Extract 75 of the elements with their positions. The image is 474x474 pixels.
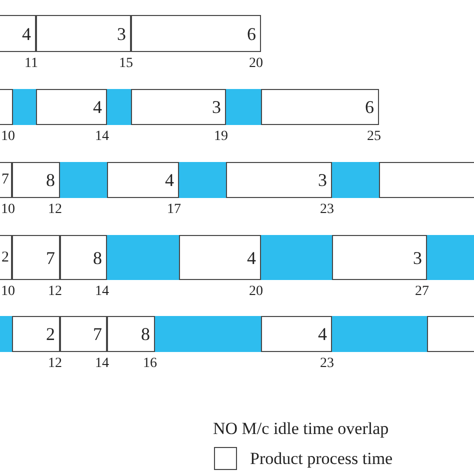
process-time-box (36, 89, 107, 125)
process-time-box (60, 316, 107, 352)
job-number: 7 (2, 172, 9, 188)
idle-time-bar (13, 89, 36, 125)
process-time-box (0, 162, 12, 198)
completion-time: 27 (415, 285, 429, 299)
process-time-box (261, 89, 379, 125)
process-time-box (12, 235, 60, 280)
job-number: 4 (22, 24, 31, 42)
process-time-box (261, 316, 332, 352)
completion-time: 20 (249, 57, 263, 71)
job-number: 8 (46, 171, 55, 189)
job-number: 4 (318, 325, 327, 343)
process-time-box (12, 162, 60, 198)
completion-time: 17 (167, 203, 181, 217)
process-time-box (107, 162, 179, 198)
legend-text: NO M/c idle time overlap (213, 420, 389, 437)
job-number: 8 (93, 248, 102, 266)
completion-time: 19 (214, 130, 228, 144)
process-time-box (427, 316, 474, 352)
process-time-box (107, 316, 155, 352)
completion-time: 15 (119, 57, 133, 71)
process-time-box (0, 89, 13, 125)
completion-time: 23 (320, 357, 334, 371)
idle-time-bar (332, 316, 427, 352)
idle-time-bar (179, 162, 226, 198)
idle-time-bar (261, 235, 332, 280)
process-time-box (12, 316, 60, 352)
completion-time: 14 (95, 285, 109, 299)
job-number: 3 (117, 24, 126, 42)
process-time-box (179, 235, 261, 280)
completion-time: 14 (95, 130, 109, 144)
process-time-box (131, 89, 226, 125)
process-time-box (0, 235, 12, 280)
completion-time: 16 (143, 357, 157, 371)
process-time-box (131, 15, 261, 52)
completion-time: 14 (95, 357, 109, 371)
idle-time-bar (332, 162, 379, 198)
job-number: 2 (46, 325, 55, 343)
process-time-box (0, 15, 36, 52)
job-number: 8 (141, 325, 150, 343)
job-number: 3 (318, 171, 327, 189)
completion-time: 20 (249, 285, 263, 299)
idle-time-bar (107, 89, 131, 125)
job-number: 2 (2, 250, 9, 265)
process-time-box (226, 162, 332, 198)
completion-time: 25 (367, 130, 381, 144)
job-number: 7 (93, 325, 102, 343)
job-number: 3 (413, 248, 422, 266)
job-number: 4 (165, 171, 174, 189)
completion-time: 10 (1, 130, 15, 144)
idle-time-bar (427, 235, 474, 280)
legend-text: Product process time (250, 450, 393, 467)
completion-time: 12 (48, 357, 62, 371)
job-number: 6 (365, 98, 374, 116)
completion-time: 12 (48, 203, 62, 217)
idle-time-bar (0, 316, 12, 352)
job-number: 4 (247, 248, 256, 266)
idle-time-bar (60, 162, 107, 198)
job-number: 7 (46, 248, 55, 266)
idle-time-bar (155, 316, 261, 352)
idle-time-bar (226, 89, 261, 125)
completion-time: 12 (48, 285, 62, 299)
job-number: 6 (247, 24, 256, 42)
idle-time-bar (107, 235, 179, 280)
completion-time: 23 (320, 203, 334, 217)
process-time-box (332, 235, 427, 280)
job-number: 3 (212, 98, 221, 116)
job-number: 4 (93, 98, 102, 116)
process-time-box (36, 15, 131, 52)
process-time-box (60, 235, 107, 280)
completion-time: 10 (1, 285, 15, 299)
completion-time: 10 (1, 203, 15, 217)
process-time-box (379, 162, 474, 198)
completion-time: 11 (24, 57, 38, 71)
